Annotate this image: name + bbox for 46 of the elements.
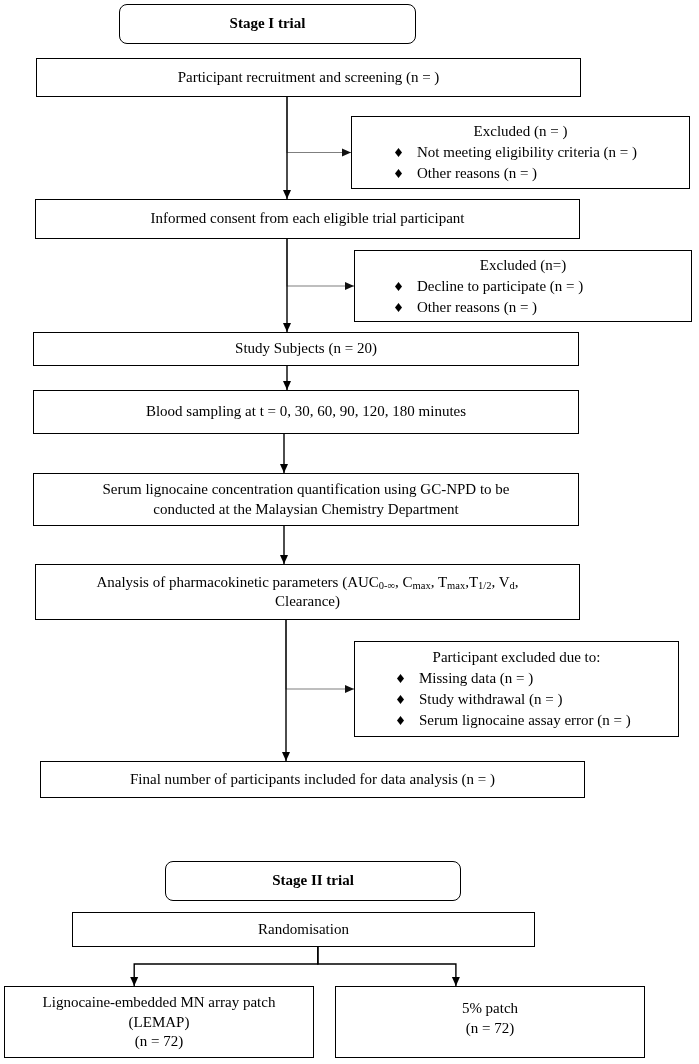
stage-title: Stage I trial bbox=[229, 14, 306, 34]
stage-title: Stage II trial bbox=[272, 871, 354, 891]
process-box bbox=[40, 761, 585, 798]
box-text: (n = 72) bbox=[465, 1018, 515, 1038]
stage-header-box bbox=[119, 4, 416, 44]
list-item-text: Decline to participate (n = ) bbox=[417, 276, 584, 296]
process-box bbox=[35, 199, 580, 239]
list-heading: Excluded (n=) bbox=[478, 255, 568, 275]
list-item-text: Not meeting eligibility criteria (n = ) bbox=[417, 143, 638, 162]
box-text: Final number of participants included for data analysis (n = ) bbox=[130, 769, 495, 789]
box-text: Randomisation bbox=[258, 919, 349, 939]
arrow bbox=[283, 365, 291, 391]
box-text: Informed consent from each eligible trial participant bbox=[150, 209, 465, 229]
arrow bbox=[280, 433, 288, 474]
process-box bbox=[35, 564, 580, 620]
box-text: Participant recruitment and screening (n = ) bbox=[177, 67, 440, 87]
list-heading: Participant excluded due to: bbox=[431, 648, 602, 667]
list-item-text: Other reasons (n = ) bbox=[417, 297, 538, 317]
list-item-text: Other reasons (n = ) bbox=[417, 164, 538, 183]
list-item-text: Missing data (n = ) bbox=[419, 669, 534, 688]
box-text: Blood sampling at t = 0, 30, 60, 90, 120, 180 minutes bbox=[145, 402, 467, 422]
box-text: 5% patch bbox=[461, 999, 519, 1018]
box-text: Lignocaine-embedded MN array patch (LEMAP) bbox=[41, 993, 277, 1032]
process-box bbox=[36, 58, 581, 97]
arrow bbox=[283, 238, 291, 333]
process-box bbox=[33, 332, 579, 366]
process-box bbox=[72, 912, 535, 947]
exclusion-box bbox=[351, 116, 690, 189]
box-text: Serum lignocaine concentration quantification using GC-NPD to be conducted at the Malaysian Chemistry Department bbox=[101, 480, 511, 519]
arrow bbox=[283, 96, 291, 200]
list-item-text: Serum lignocaine assay error (n = ) bbox=[419, 711, 631, 730]
process-box bbox=[335, 986, 645, 1058]
arrow bbox=[317, 946, 460, 987]
exclusion-box bbox=[354, 250, 692, 322]
arrow bbox=[282, 619, 290, 762]
process-box bbox=[33, 473, 579, 526]
process-box bbox=[4, 986, 314, 1058]
arrow bbox=[280, 525, 288, 565]
box-text: Analysis of pharmacokinetic parameters (AUC$_{0-∞}$, C$_{max}$, T$_{max}$,T$_{1/2}$, V$_{d}$, Clearance) bbox=[95, 572, 520, 611]
box-text: Study Subjects (n = 20) bbox=[235, 339, 377, 359]
stage-header-box bbox=[165, 861, 461, 901]
box-text: (n = 72) bbox=[134, 1032, 184, 1051]
exclusion-box bbox=[354, 641, 679, 737]
process-box bbox=[33, 390, 579, 434]
list-heading: Excluded (n = ) bbox=[472, 122, 569, 141]
list-item-text: Study withdrawal (n = ) bbox=[419, 690, 563, 709]
